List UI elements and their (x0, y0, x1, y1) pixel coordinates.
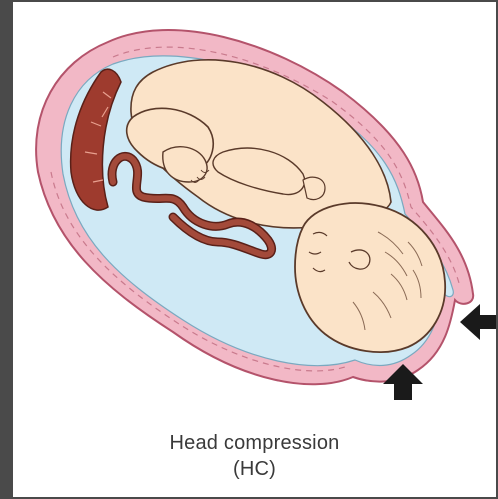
arrow-left-icon (460, 304, 496, 340)
caption-line-2: (HC) (13, 458, 496, 481)
fetus-hand (303, 177, 325, 199)
caption-line-1: Head compression (13, 432, 496, 455)
head-compression-illustration (13, 2, 496, 497)
